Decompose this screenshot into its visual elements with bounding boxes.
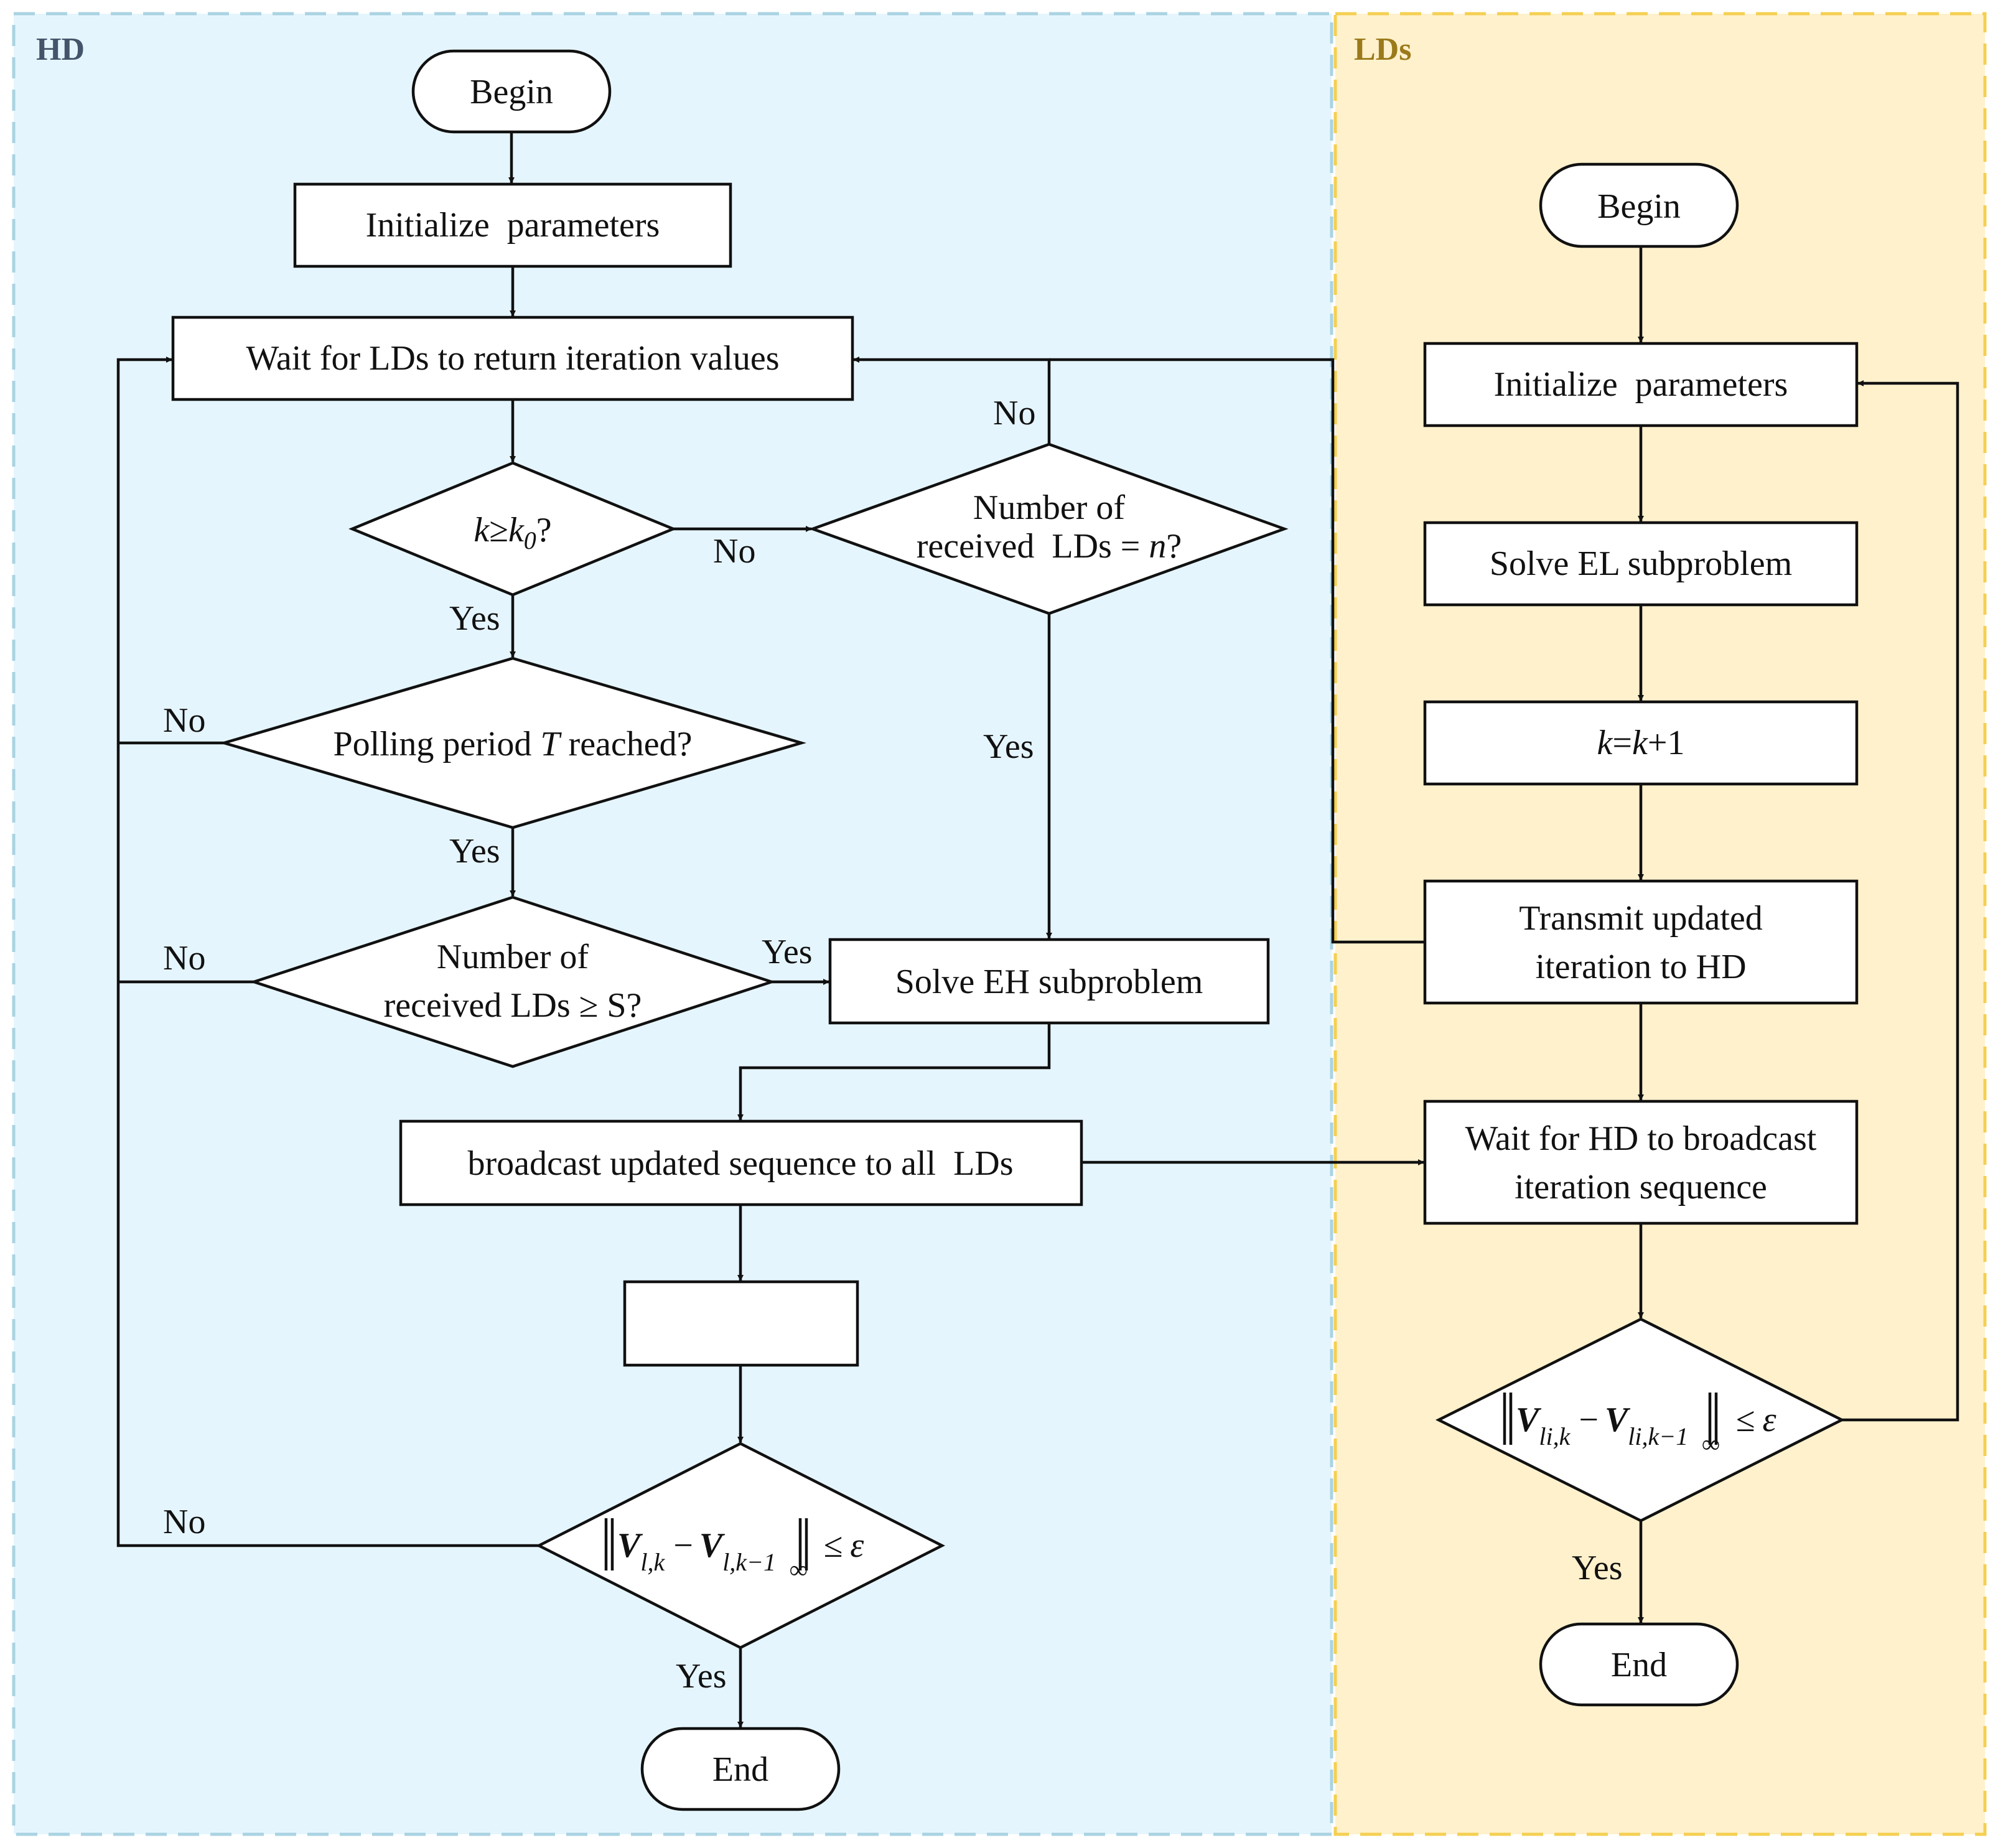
hd-blank-box — [623, 1280, 859, 1367]
hd-wait-box — [171, 315, 854, 401]
hd-end-label: End — [712, 1750, 768, 1789]
hd-conv-no-label: No — [163, 1503, 205, 1541]
hd-n-no-label: No — [993, 394, 1035, 432]
lds-increment-box — [1423, 700, 1859, 786]
lds-panel-title: LDs — [1354, 32, 1411, 67]
lds-transmit-line1: Transmit updated — [1519, 899, 1762, 938]
hd-k-no-label: No — [713, 532, 755, 571]
hd-begin-label: Begin — [470, 73, 553, 111]
hd-polling-yes-label: Yes — [449, 832, 500, 870]
hd-solve-eh-label: Solve EH subproblem — [895, 963, 1203, 1001]
lds-convergence-label: Vli,k −Vli,k−1∞≤ε — [1516, 1401, 1777, 1458]
lds-conv-yes-label: Yes — [1572, 1549, 1622, 1587]
lds-begin-label: Begin — [1597, 187, 1681, 226]
hd-n-yes-label: Yes — [983, 727, 1034, 766]
hd-polling-label: Polling period T reached? — [334, 725, 693, 763]
hd-s-yes-label: Yes — [762, 933, 812, 971]
lds-solve-el-box — [1423, 521, 1859, 607]
lds-end-label: End — [1611, 1646, 1667, 1684]
hd-k-threshold-label: k≥k0? — [474, 511, 551, 554]
hd-solve-eh-box — [828, 938, 1270, 1025]
hd-broadcast-label: broadcast updated sequence to all LDs — [467, 1144, 1013, 1183]
hd-k-yes-label: Yes — [449, 599, 500, 638]
lds-begin-terminal — [1539, 162, 1739, 248]
cross-transmit-to-hd-wait — [1049, 358, 1425, 944]
hd-s-no-label: No — [163, 939, 205, 978]
hd-wait-label: Wait for LDs to return iteration values — [246, 339, 779, 378]
lds-end-terminal — [1539, 1622, 1739, 1707]
hd-init-box — [293, 182, 732, 268]
lds-wait-line2: iteration sequence — [1515, 1168, 1767, 1206]
hd-broadcast-box — [399, 1119, 1083, 1206]
lds-loop-line — [1842, 380, 1959, 1422]
hd-received-s-line2: received LDs ≥ S? — [384, 986, 642, 1025]
hd-panel-title: HD — [36, 32, 85, 67]
hd-received-n-line1: Number of — [973, 488, 1126, 527]
hd-polling-no-label: No — [163, 701, 205, 740]
lds-increment-label: k=k+1 — [1597, 724, 1685, 762]
hd-end-terminal — [640, 1727, 841, 1811]
lds-wait-line1: Wait for HD to broadcast — [1465, 1119, 1817, 1158]
lds-init-box — [1423, 342, 1859, 427]
hd-received-s-line1: Number of — [437, 938, 589, 976]
lds-init-label: Initialize parameters — [1494, 365, 1788, 404]
hd-convergence-label: Vl,k −Vl,k−1∞≤ε — [617, 1526, 864, 1584]
lds-transmit-line2: iteration to HD — [1535, 948, 1746, 986]
hd-received-s-decision — [249, 895, 777, 1068]
lds-solve-el-label: Solve EL subproblem — [1490, 544, 1792, 583]
lds-wait-box — [1423, 1099, 1859, 1225]
hd-arrow-eh-broadcast — [737, 1023, 1051, 1121]
hd-init-label: Initialize parameters — [366, 206, 660, 245]
lds-transmit-box — [1423, 879, 1859, 1005]
hd-conv-yes-label: Yes — [676, 1657, 726, 1696]
hd-received-n-line2: received LDs = n? — [917, 527, 1182, 566]
hd-loop-line — [116, 357, 539, 1547]
